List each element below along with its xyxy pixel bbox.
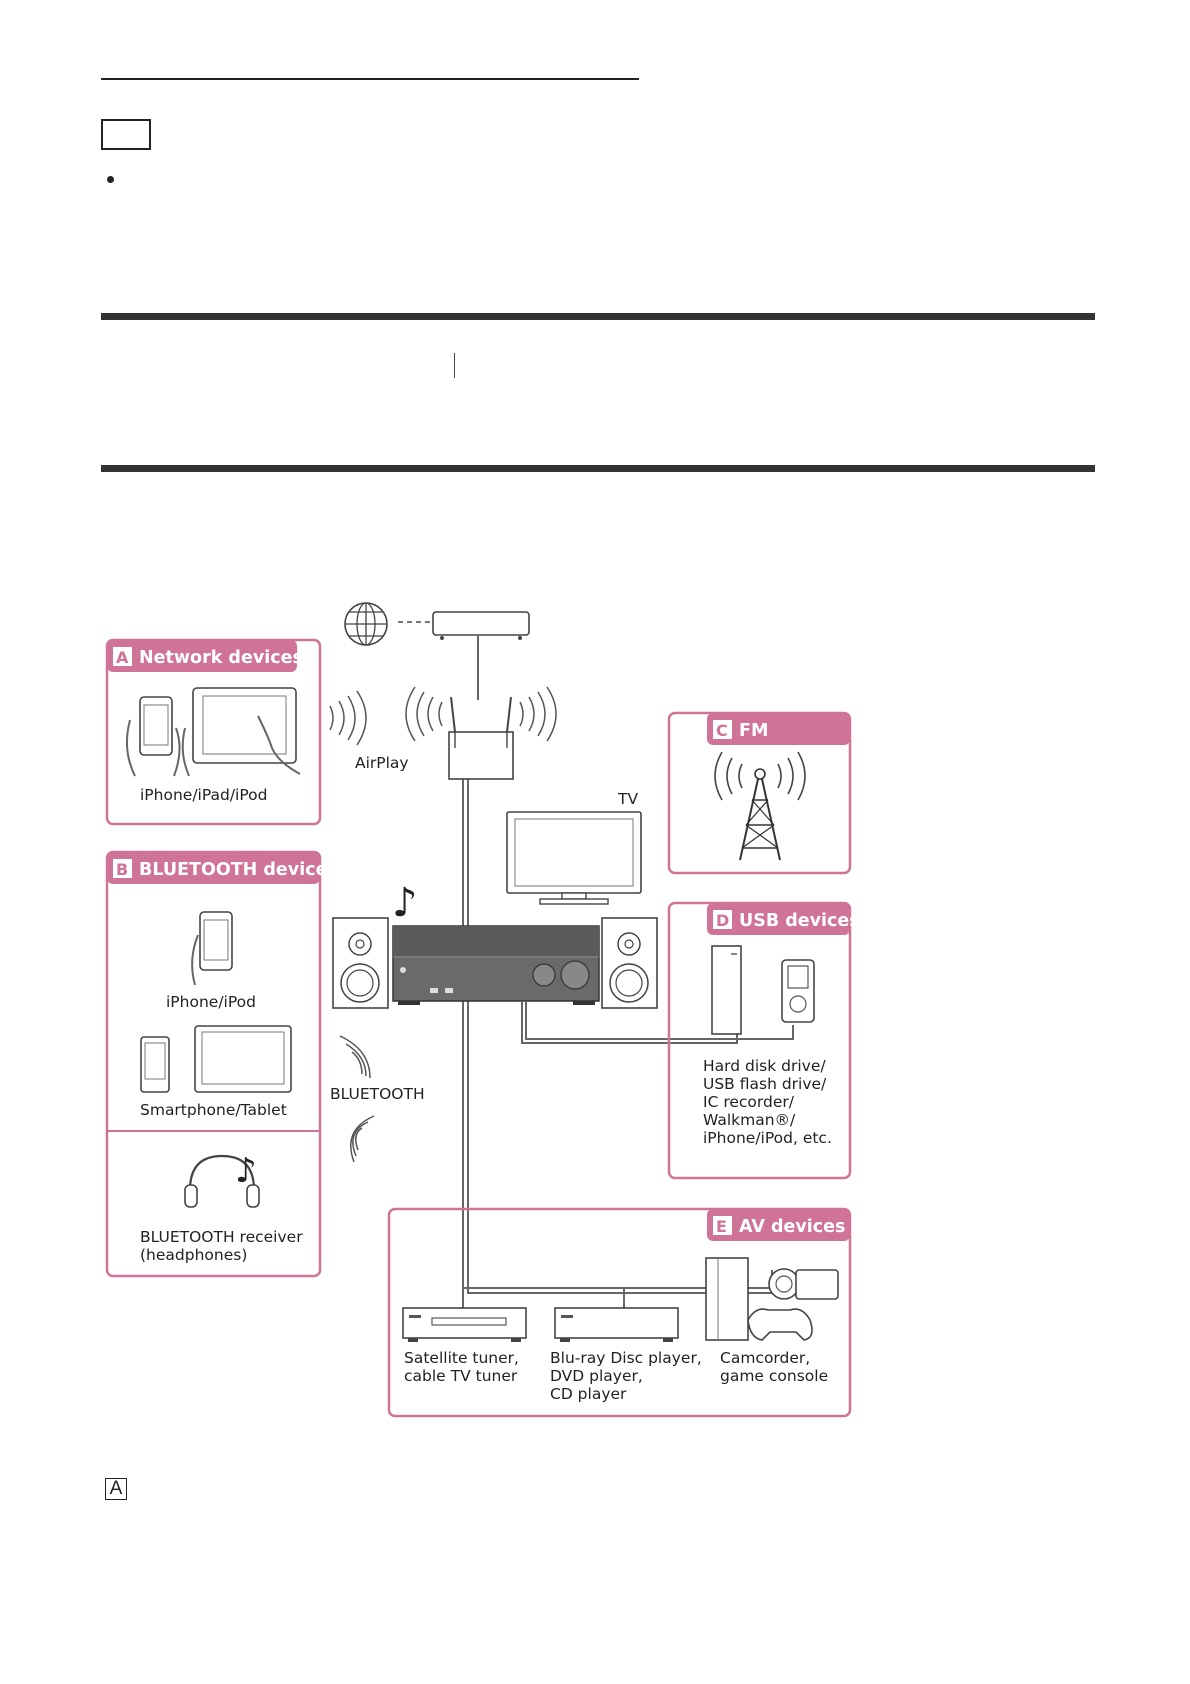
group-e-device-2a: Blu-ray Disc player, [550,1349,702,1367]
group-b-device-1: iPhone/iPod [166,993,256,1011]
camcorder-icon [768,1268,839,1300]
group-e-av-devices: E AV devices Satellite tuner, cable TV t… [387,1207,852,1418]
group-e-device-3b: game console [720,1367,828,1385]
tv-icon [506,811,642,905]
group-a-title: Network devices [139,648,303,668]
hard-disk-icon [711,945,742,1035]
group-e-device-2c: CD player [550,1385,627,1403]
group-e-device-2b: DVD player, [550,1367,643,1385]
group-d-device-5: iPhone/iPod, etc. [703,1129,832,1147]
group-d-device-2: USB flash drive/ [703,1075,827,1093]
note-box [101,119,151,150]
group-a-device-label: iPhone/iPad/iPod [140,786,267,804]
group-b-device-3b: (headphones) [140,1246,247,1264]
tv-label: TV [617,790,638,808]
wire-backbone [462,779,625,1308]
group-d-device-3: IC recorder/ [703,1093,795,1111]
group-a-letter: A [116,648,129,667]
section-divider-top [101,313,1095,320]
router-icon [448,696,514,780]
headphones-icon [184,1154,260,1208]
text-cursor-bar [454,353,455,378]
airplay-label: AirPlay [355,754,409,772]
group-e-letter: E [716,1217,727,1236]
group-c-fm: C FM [667,711,852,875]
disc-player-icon-1 [402,1307,527,1342]
group-d-usb-devices: D USB devices Hard disk drive/ USB flash… [667,901,860,1180]
wifi-waves-icon [329,686,557,746]
top-rule [101,78,639,80]
group-b-letter: B [116,860,128,879]
group-d-device-1: Hard disk drive/ [703,1057,826,1075]
group-a-network-devices: A Network devices iPhone/iPad/iPod [105,638,322,826]
globe-icon [344,602,388,646]
bluetooth-waves-icon [339,1035,375,1163]
receiver-icon [392,925,600,1005]
section-divider-bottom [101,465,1095,472]
group-e-device-1b: cable TV tuner [404,1367,518,1385]
group-d-device-4: Walkman®/ [703,1111,796,1129]
modem-icon [432,611,530,640]
speaker-icon-left [332,917,389,1009]
group-b-device-3: BLUETOOTH receiver [140,1228,303,1246]
walkman-icon [781,959,815,1023]
antenna-tower-icon [714,751,806,861]
group-b-title: BLUETOOTH devices [139,860,338,880]
bluetooth-label: BLUETOOTH [330,1085,425,1103]
group-e-device-3a: Camcorder, [720,1349,810,1367]
group-b-device-2: Smartphone/Tablet [140,1101,287,1119]
group-c-letter: C [716,721,728,740]
group-c-title: FM [739,721,768,741]
group-d-title: USB devices [739,911,860,931]
legend-label-a: A [105,1478,127,1500]
group-e-device-1a: Satellite tuner, [404,1349,519,1367]
group-b-bluetooth-devices: B BLUETOOTH devices iPhone/iPod Smartpho… [105,850,338,1278]
game-console-icon [705,1257,813,1341]
smartphone-tablet-icon [140,1025,292,1093]
bullet-point [107,176,114,183]
music-note-icon-center: ♪ [392,880,418,926]
iphone-icon [191,911,233,986]
disc-player-icon-2 [554,1307,679,1342]
group-e-title: AV devices [739,1217,845,1237]
speaker-icon-right [601,917,658,1009]
music-note-icon: ♪ [235,1151,257,1191]
group-d-letter: D [716,911,729,930]
iphone-ipad-icon [125,687,301,777]
